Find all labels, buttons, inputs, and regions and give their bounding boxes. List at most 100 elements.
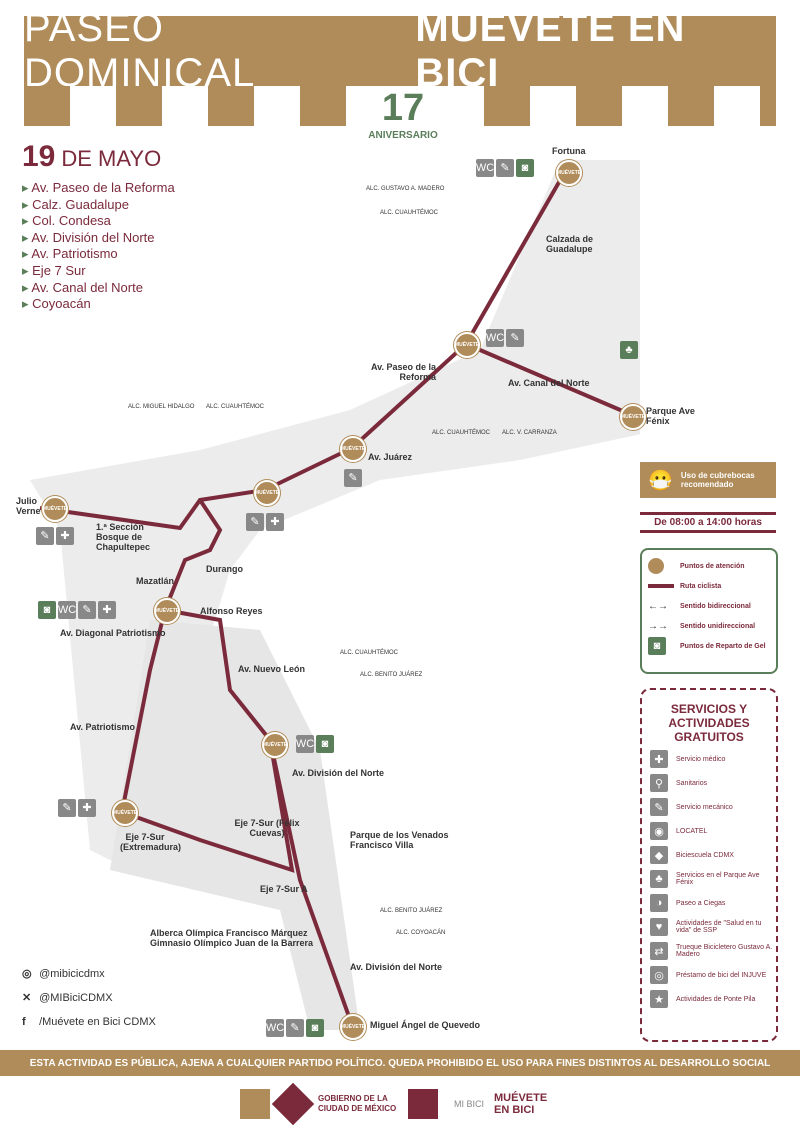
services-title: SERVICIOS Y ACTIVIDADES GRATUITOS — [668, 702, 750, 744]
park-services-icon: ♣ — [620, 341, 638, 359]
city-shield-logo — [240, 1089, 270, 1119]
event-day: 19 — [22, 140, 56, 173]
icons-angel: ✎✚ — [246, 512, 286, 531]
service-item: ✚Servicio médico — [650, 750, 776, 768]
social-links: ◎ @mibicicdmx ✕ @MIBiciCDMX f /Muévete e… — [22, 962, 156, 1034]
icons-juarez: ✎ — [344, 468, 364, 487]
wrench-icon: ✎ — [36, 526, 54, 545]
service-item: ◆Biciescuela CDMX — [650, 846, 776, 864]
service-item: ◎Préstamo de bici del INJUVE — [650, 966, 776, 984]
alc-benito-juarez-2: ALC. BENITO JUÁREZ — [380, 908, 443, 914]
medical-cross-icon: ✚ — [78, 798, 96, 817]
ponte-pila-icon: ★ — [650, 990, 668, 1008]
service-item: ✎ Servicio mecánico — [650, 798, 776, 816]
restroom-icon: WC — [486, 329, 504, 347]
social-handle: @mibicicdmx — [39, 968, 105, 980]
x-icon: ✕ — [22, 992, 32, 1004]
mask-notice: 😷 Uso de cubrebocas recomendado — [640, 462, 776, 498]
icons-fenix: ♣ — [620, 340, 640, 359]
point-fenix[interactable]: MUÉVETE — [620, 404, 646, 430]
anniversary-number: 17 — [381, 87, 425, 129]
legend-label: Sentido bidireccional — [680, 602, 751, 610]
wrench-icon: ✎ — [286, 1018, 304, 1037]
label-venados: Parque de los Venados Francisco Villa — [350, 830, 449, 850]
bike-school-icon: ◆ — [650, 846, 668, 864]
label-paseo: Av. Paseo de la Reforma — [370, 362, 436, 382]
cdmx-logo — [271, 1082, 315, 1126]
disclaimer: ESTA ACTIVIDAD ES PÚBLICA, AJENA A CUALQ… — [0, 1050, 800, 1076]
alc-benito-juarez-1: ALC. BENITO JUÁREZ — [360, 672, 423, 678]
label-eje7-ext: Eje 7-Sur (Extremadura) — [120, 832, 182, 852]
service-label: Préstamo de bici del INJUVE — [676, 971, 767, 979]
legend-label: Sentido unidireccional — [680, 622, 756, 630]
label-calzada: Calzada de Guadalupe — [546, 234, 594, 254]
label-patriotismo: Av. Patriotismo — [70, 722, 136, 732]
wrench-icon: ✎ — [246, 512, 264, 531]
point-fortuna[interactable]: MUÉVETE — [556, 160, 582, 186]
label-durango: Durango — [206, 564, 243, 574]
restroom-icon: WC — [266, 1019, 284, 1037]
social-instagram[interactable]: ◎ @mibicicdmx — [22, 962, 156, 986]
wrench-icon: ✎ — [344, 468, 362, 487]
mibici-logo — [408, 1089, 438, 1119]
event-hours: De 08:00 a 14:00 horas — [640, 512, 776, 533]
route-street: Av. División del Norte — [22, 230, 175, 247]
point-juarez[interactable]: MUÉVETE — [340, 436, 366, 462]
point-angel[interactable]: MUÉVETE — [254, 480, 280, 506]
south-blocks — [110, 620, 360, 1030]
icons-extremadura: ✎✚ — [58, 798, 98, 817]
bike-swap-icon: ⇄ — [650, 942, 668, 960]
point-mazatlan[interactable]: MUÉVETE — [154, 598, 180, 624]
label-fortuna: Fortuna — [552, 146, 586, 156]
label-fenix: Parque Ave Fénix — [646, 406, 695, 426]
point-quevedo[interactable]: MUÉVETE — [340, 1014, 366, 1040]
alc-cuauhtemoc-4: ALC. CUAUHTÉMOC — [340, 650, 399, 656]
medical-cross-icon: ✚ — [98, 600, 116, 619]
label-eje7a: Eje 7-Sur A — [260, 884, 308, 894]
map-legend: Puntos de atención Ruta ciclista ←→ Sent… — [640, 548, 778, 674]
service-label: Servicio mecánico — [676, 803, 733, 811]
service-item: ♣Servicios en el Parque Ave Fénix — [650, 870, 776, 888]
muevete-logo-text: MUÉVETE EN BICI — [494, 1092, 548, 1116]
icons-division: WC◙ — [296, 734, 336, 753]
health-icon: ♥ — [650, 918, 668, 936]
restroom-icon: ⚲ — [650, 774, 668, 792]
label-alberca: Alberca Olímpica Francisco Márquez — [150, 928, 308, 938]
service-item: ★Actividades de Ponte Pila — [650, 990, 776, 1008]
locatel-icon: ◉ — [650, 822, 668, 840]
service-label: Paseo a Ciegas — [676, 899, 726, 907]
label-division: Av. División del Norte — [292, 768, 385, 778]
anniversary-badge: 17 ANIVERSARIO — [360, 86, 446, 158]
alc-cuauhtemoc-3: ALC. CUAUHTÉMOC — [432, 430, 491, 436]
service-item: ◑Paseo a Ciegas — [650, 894, 776, 912]
route-map: MUÉVETE MUÉVETE MUÉVETE MUÉVETE MUÉVETE … — [0, 146, 695, 1050]
wrench-icon: ✎ — [650, 798, 668, 816]
gel-icon: ◙ — [648, 637, 666, 655]
point-julio-verne[interactable]: MUÉVETE — [42, 496, 68, 522]
label-gimnasio: Gimnasio Olímpico Juan de la Barrera — [150, 938, 314, 948]
gel-icon: ◙ — [516, 159, 534, 177]
service-item: ⇄Trueque Bicicletero Gustavo A. Madero — [650, 942, 776, 960]
social-handle: @MIBiciCDMX — [39, 992, 113, 1004]
bidirectional-arrow-icon: ←→ — [648, 600, 668, 612]
social-facebook[interactable]: f /Muévete en Bici CDMX — [22, 1010, 156, 1034]
label-juarez: Av. Juárez — [368, 452, 413, 462]
alc-coyoacan: ALC. COYOACÁN — [396, 930, 446, 936]
point-division[interactable]: MUÉVETE — [262, 732, 288, 758]
alc-cuauhtemoc-2: ALC. CUAUHTÉMOC — [206, 404, 265, 410]
legend-label: Puntos de Reparto de Gel — [680, 642, 766, 650]
legend-row: Ruta ciclista — [648, 576, 776, 596]
point-reforma-norte[interactable]: MUÉVETE — [454, 332, 480, 358]
social-x[interactable]: ✕ @MIBiciCDMX — [22, 986, 156, 1010]
alc-miguel-hidalgo: ALC. MIGUEL HIDALGO — [128, 404, 195, 410]
service-label: Servicios en el Parque Ave Fénix — [676, 872, 760, 886]
route-street: Col. Condesa — [22, 213, 175, 230]
legend-row: Puntos de atención — [648, 556, 776, 576]
wrench-icon: ✎ — [506, 328, 524, 347]
route-street: Av. Paseo de la Reforma — [22, 180, 174, 197]
icons-diagonal: ◙WC✎✚ — [38, 600, 118, 619]
restroom-icon: WC — [476, 159, 494, 177]
service-label: Sanitarios — [676, 779, 708, 787]
point-extremadura[interactable]: MUÉVETE — [112, 800, 138, 826]
